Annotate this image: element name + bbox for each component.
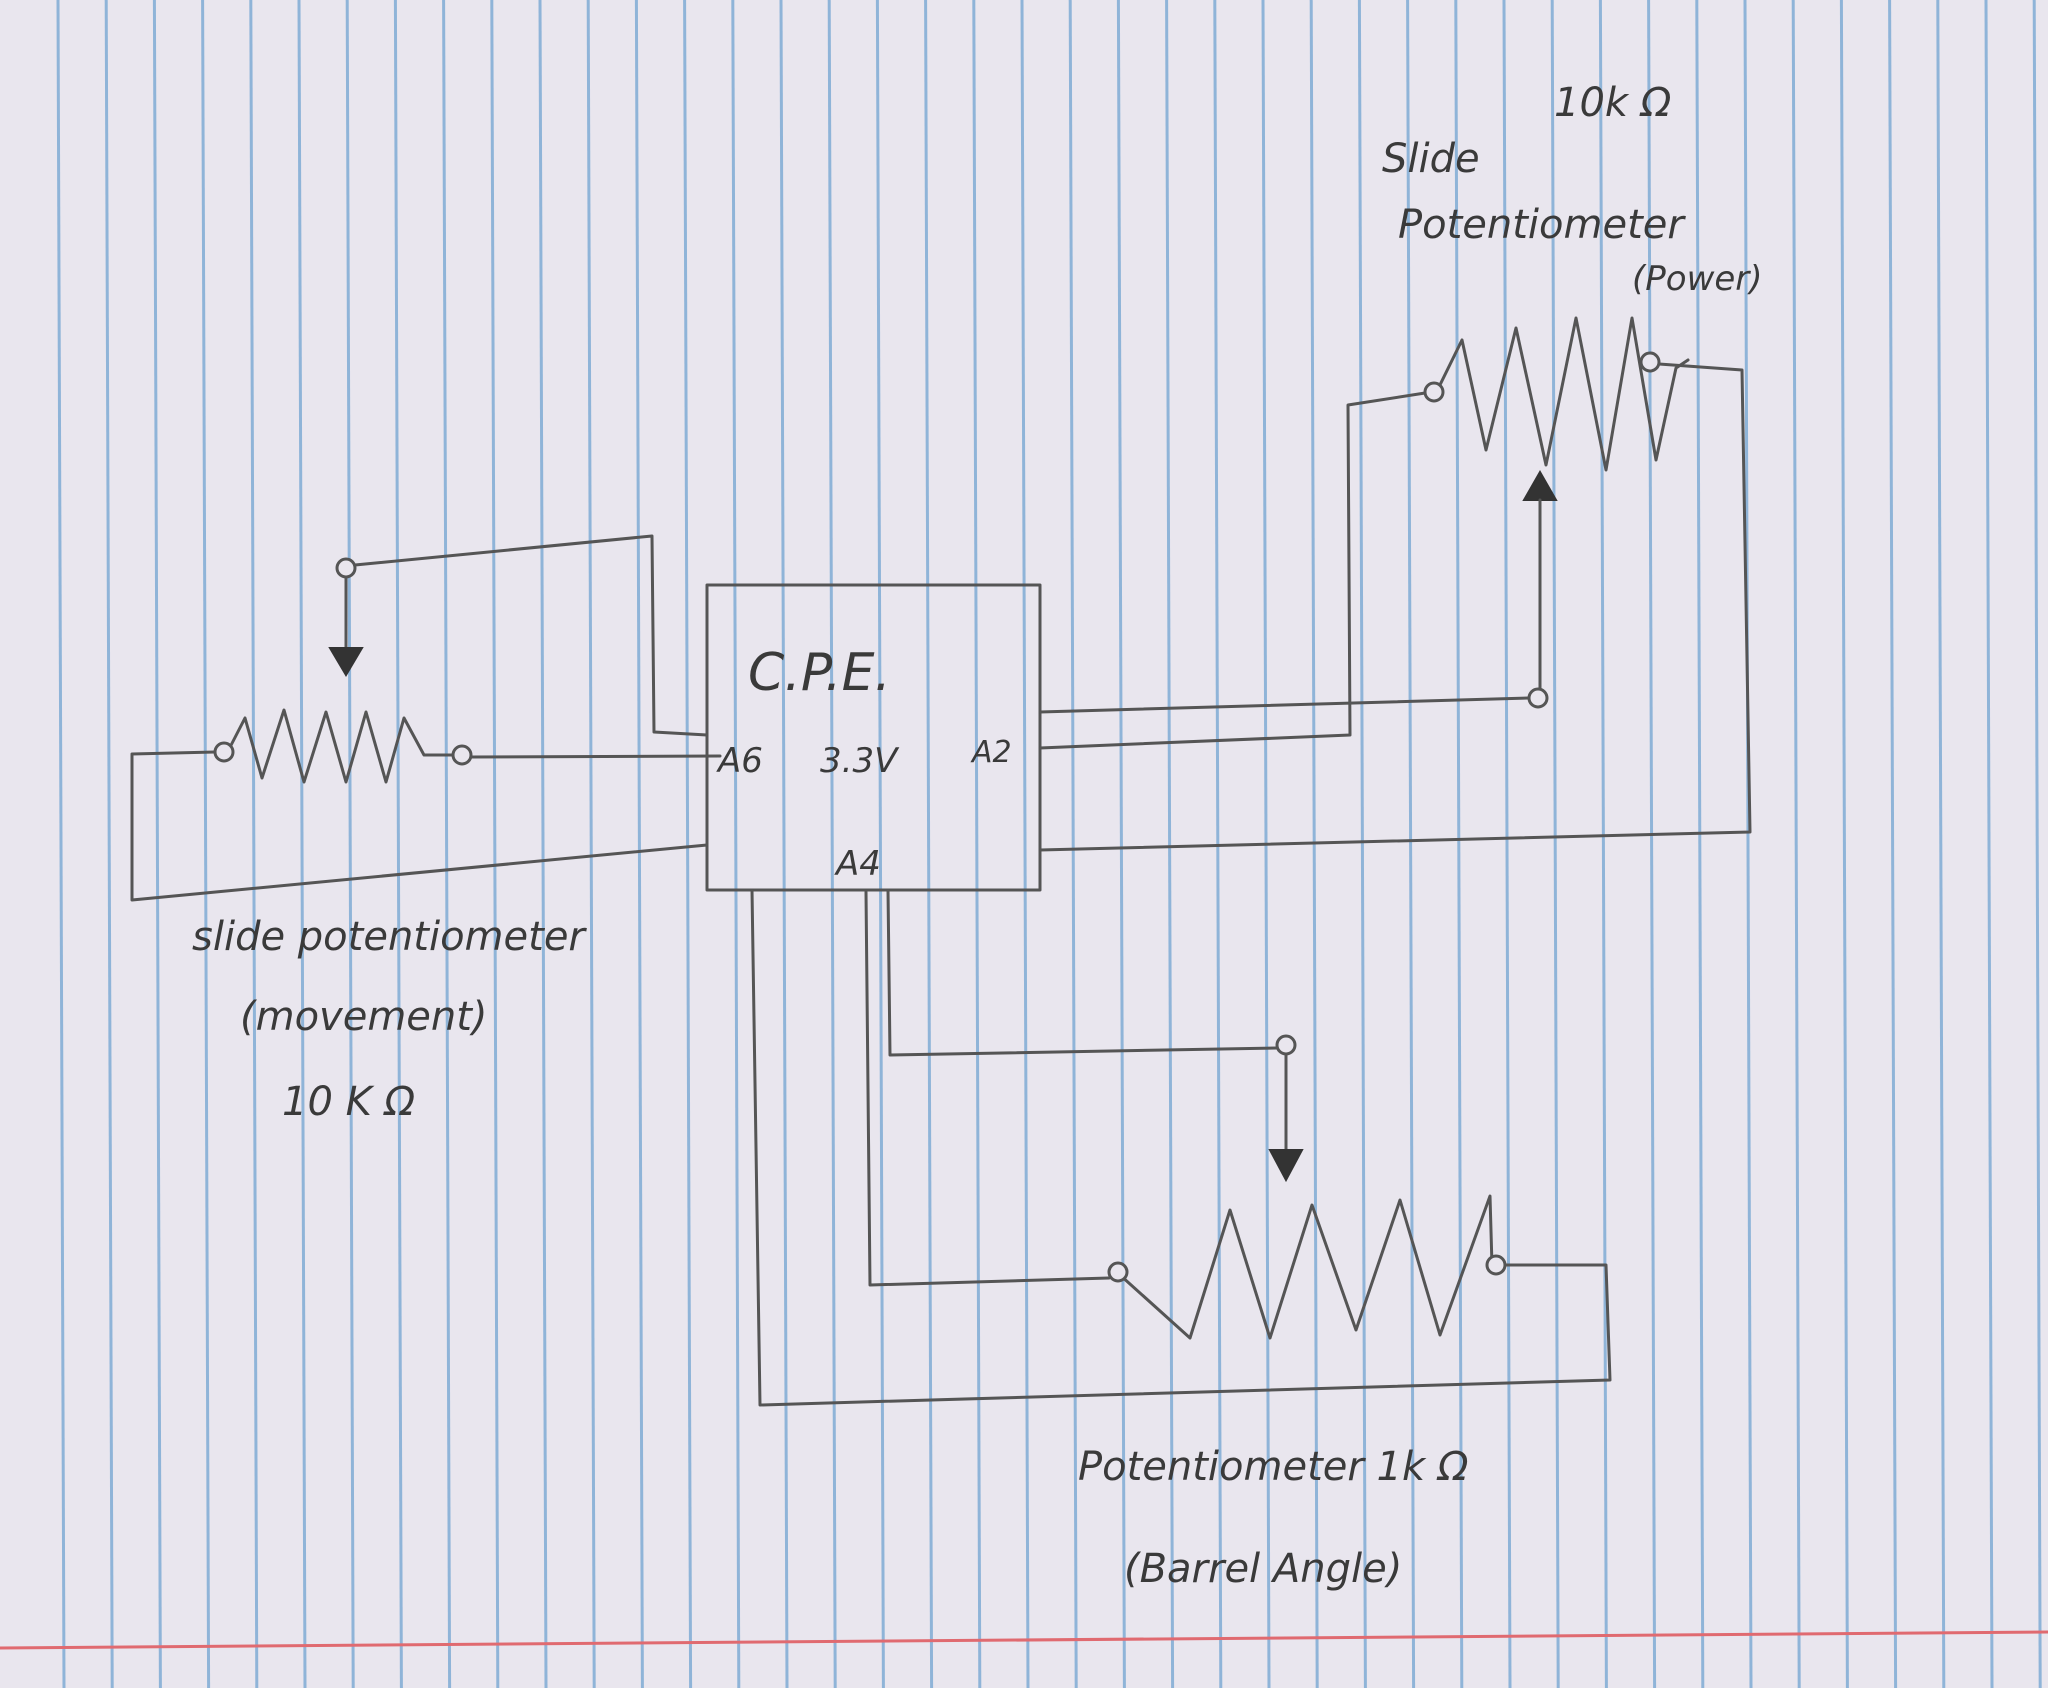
right-pot-label-1: Slide — [1382, 136, 1480, 182]
notebook-rules — [56, 0, 2042, 1688]
notebook-rule-line — [683, 0, 693, 1688]
right-resistor-terminal-b — [1639, 351, 1661, 373]
right-pot-value-label: 10k Ω — [1554, 80, 1672, 126]
pin-a4-label: A4 — [834, 844, 881, 884]
notebook-rule-line — [393, 0, 403, 1688]
right-resistor-zigzag — [1434, 316, 1690, 472]
notebook-rule-line — [1406, 0, 1416, 1688]
left-pot-label-3: 10 K Ω — [282, 1079, 416, 1125]
right-resistor-terminal-a — [1423, 381, 1445, 403]
notebook-rule-line — [1791, 0, 1801, 1688]
notebook-rule-line — [924, 0, 934, 1688]
notebook-rule-line — [152, 0, 162, 1688]
bottom-resistor-zigzag — [1118, 1194, 1494, 1340]
notebook-rule-line — [1984, 0, 1994, 1688]
notebook-rule-line — [1165, 0, 1175, 1688]
notebook-rule-line — [1116, 0, 1126, 1688]
bottom-wiper-arrow — [1268, 1149, 1304, 1183]
right-wiper-arrow — [1522, 469, 1558, 501]
bottom-wiper-terminal — [1275, 1034, 1297, 1056]
notebook-rule-line — [1936, 0, 1946, 1688]
notebook-rule-line — [442, 0, 452, 1688]
notebook-rule-line — [1598, 0, 1608, 1688]
left-to-a6-wire — [469, 754, 722, 759]
notebook-rule-line — [827, 0, 837, 1688]
cpe-chip: C.P.E. A6 3.3V A2 A4 — [705, 583, 1042, 892]
a4-to-bottom-terminal-wire — [864, 890, 1111, 1287]
left-ground-loop-wire — [130, 750, 709, 902]
left-resistor-zigzag — [224, 708, 464, 784]
left-wiper-arrow — [328, 647, 364, 677]
notebook-rule-line — [345, 0, 355, 1688]
left-resistor-terminal-b — [451, 744, 473, 766]
bottom-potentiometer: Potentiometer 1k Ω (Barrel Angle) — [750, 888, 1612, 1592]
notebook-rule-line — [1695, 0, 1705, 1688]
right-terminal-a-wire — [1038, 391, 1427, 750]
notebook-rule-line — [779, 0, 789, 1688]
notebook-rule-line — [1502, 0, 1512, 1688]
notebook-rule-line — [875, 0, 885, 1688]
notebook-rule-line — [586, 0, 596, 1688]
notebook-rule-line — [1550, 0, 1560, 1688]
bottom-resistor-terminal-b — [1485, 1254, 1507, 1276]
left-resistor-terminal-a — [213, 741, 235, 763]
notebook-rule-line — [490, 0, 500, 1688]
margin-line — [0, 1630, 2048, 1650]
right-wiper-terminal — [1527, 687, 1549, 709]
left-wiper-terminal — [335, 557, 357, 579]
a4-to-bottom-wiper-wire — [886, 888, 1279, 1057]
notebook-rule-line — [972, 0, 982, 1688]
notebook-rule-line — [1020, 0, 1030, 1688]
left-pot-label-2: (movement) — [240, 994, 488, 1040]
notebook-rule-line — [1454, 0, 1464, 1688]
notebook-rule-line — [538, 0, 548, 1688]
notebook-rule-line — [249, 0, 259, 1688]
notebook-rule-line — [2032, 0, 2042, 1688]
notebook-rule-line — [104, 0, 114, 1688]
chip-label: C.P.E. — [748, 643, 891, 703]
notebook-rule-line — [1743, 0, 1753, 1688]
right-pot-label-3: (Power) — [1632, 259, 1763, 299]
notebook-rule-line — [634, 0, 644, 1688]
left-slide-potentiometer: slide potentiometer (movement) 10 K Ω — [130, 534, 722, 1125]
pin-3v3-label: 3.3V — [820, 741, 900, 781]
chip-box — [705, 583, 1042, 892]
notebook-rule-line — [731, 0, 741, 1688]
notebook-rule-line — [1647, 0, 1657, 1688]
right-wiper-to-a2-wire — [1038, 696, 1531, 714]
bottom-return-wire — [750, 888, 1612, 1407]
notebook-rule-line — [1357, 0, 1367, 1688]
notebook-rule-line — [297, 0, 307, 1688]
right-terminal-b-wire — [1038, 362, 1752, 852]
bottom-resistor-terminal-a — [1107, 1261, 1129, 1283]
pin-a2-label: A2 — [970, 735, 1012, 770]
notebook-rule-line — [56, 0, 66, 1688]
notebook-rule-line — [201, 0, 211, 1688]
right-pot-label-2: Potentiometer — [1398, 202, 1686, 248]
bottom-pot-label-2: (Barrel Angle) — [1124, 1546, 1402, 1592]
notebook-rule-line — [1888, 0, 1898, 1688]
bottom-pot-label-1: Potentiometer 1k Ω — [1078, 1444, 1469, 1490]
right-slide-potentiometer: 10k Ω Slide Potentiometer (Power) — [1038, 80, 1763, 852]
left-pot-label-1: slide potentiometer — [192, 914, 587, 960]
notebook-rule-line — [1068, 0, 1078, 1688]
left-wiper-wire — [353, 534, 709, 737]
pin-a6-label: A6 — [716, 741, 763, 781]
notebook-rule-line — [1839, 0, 1849, 1688]
